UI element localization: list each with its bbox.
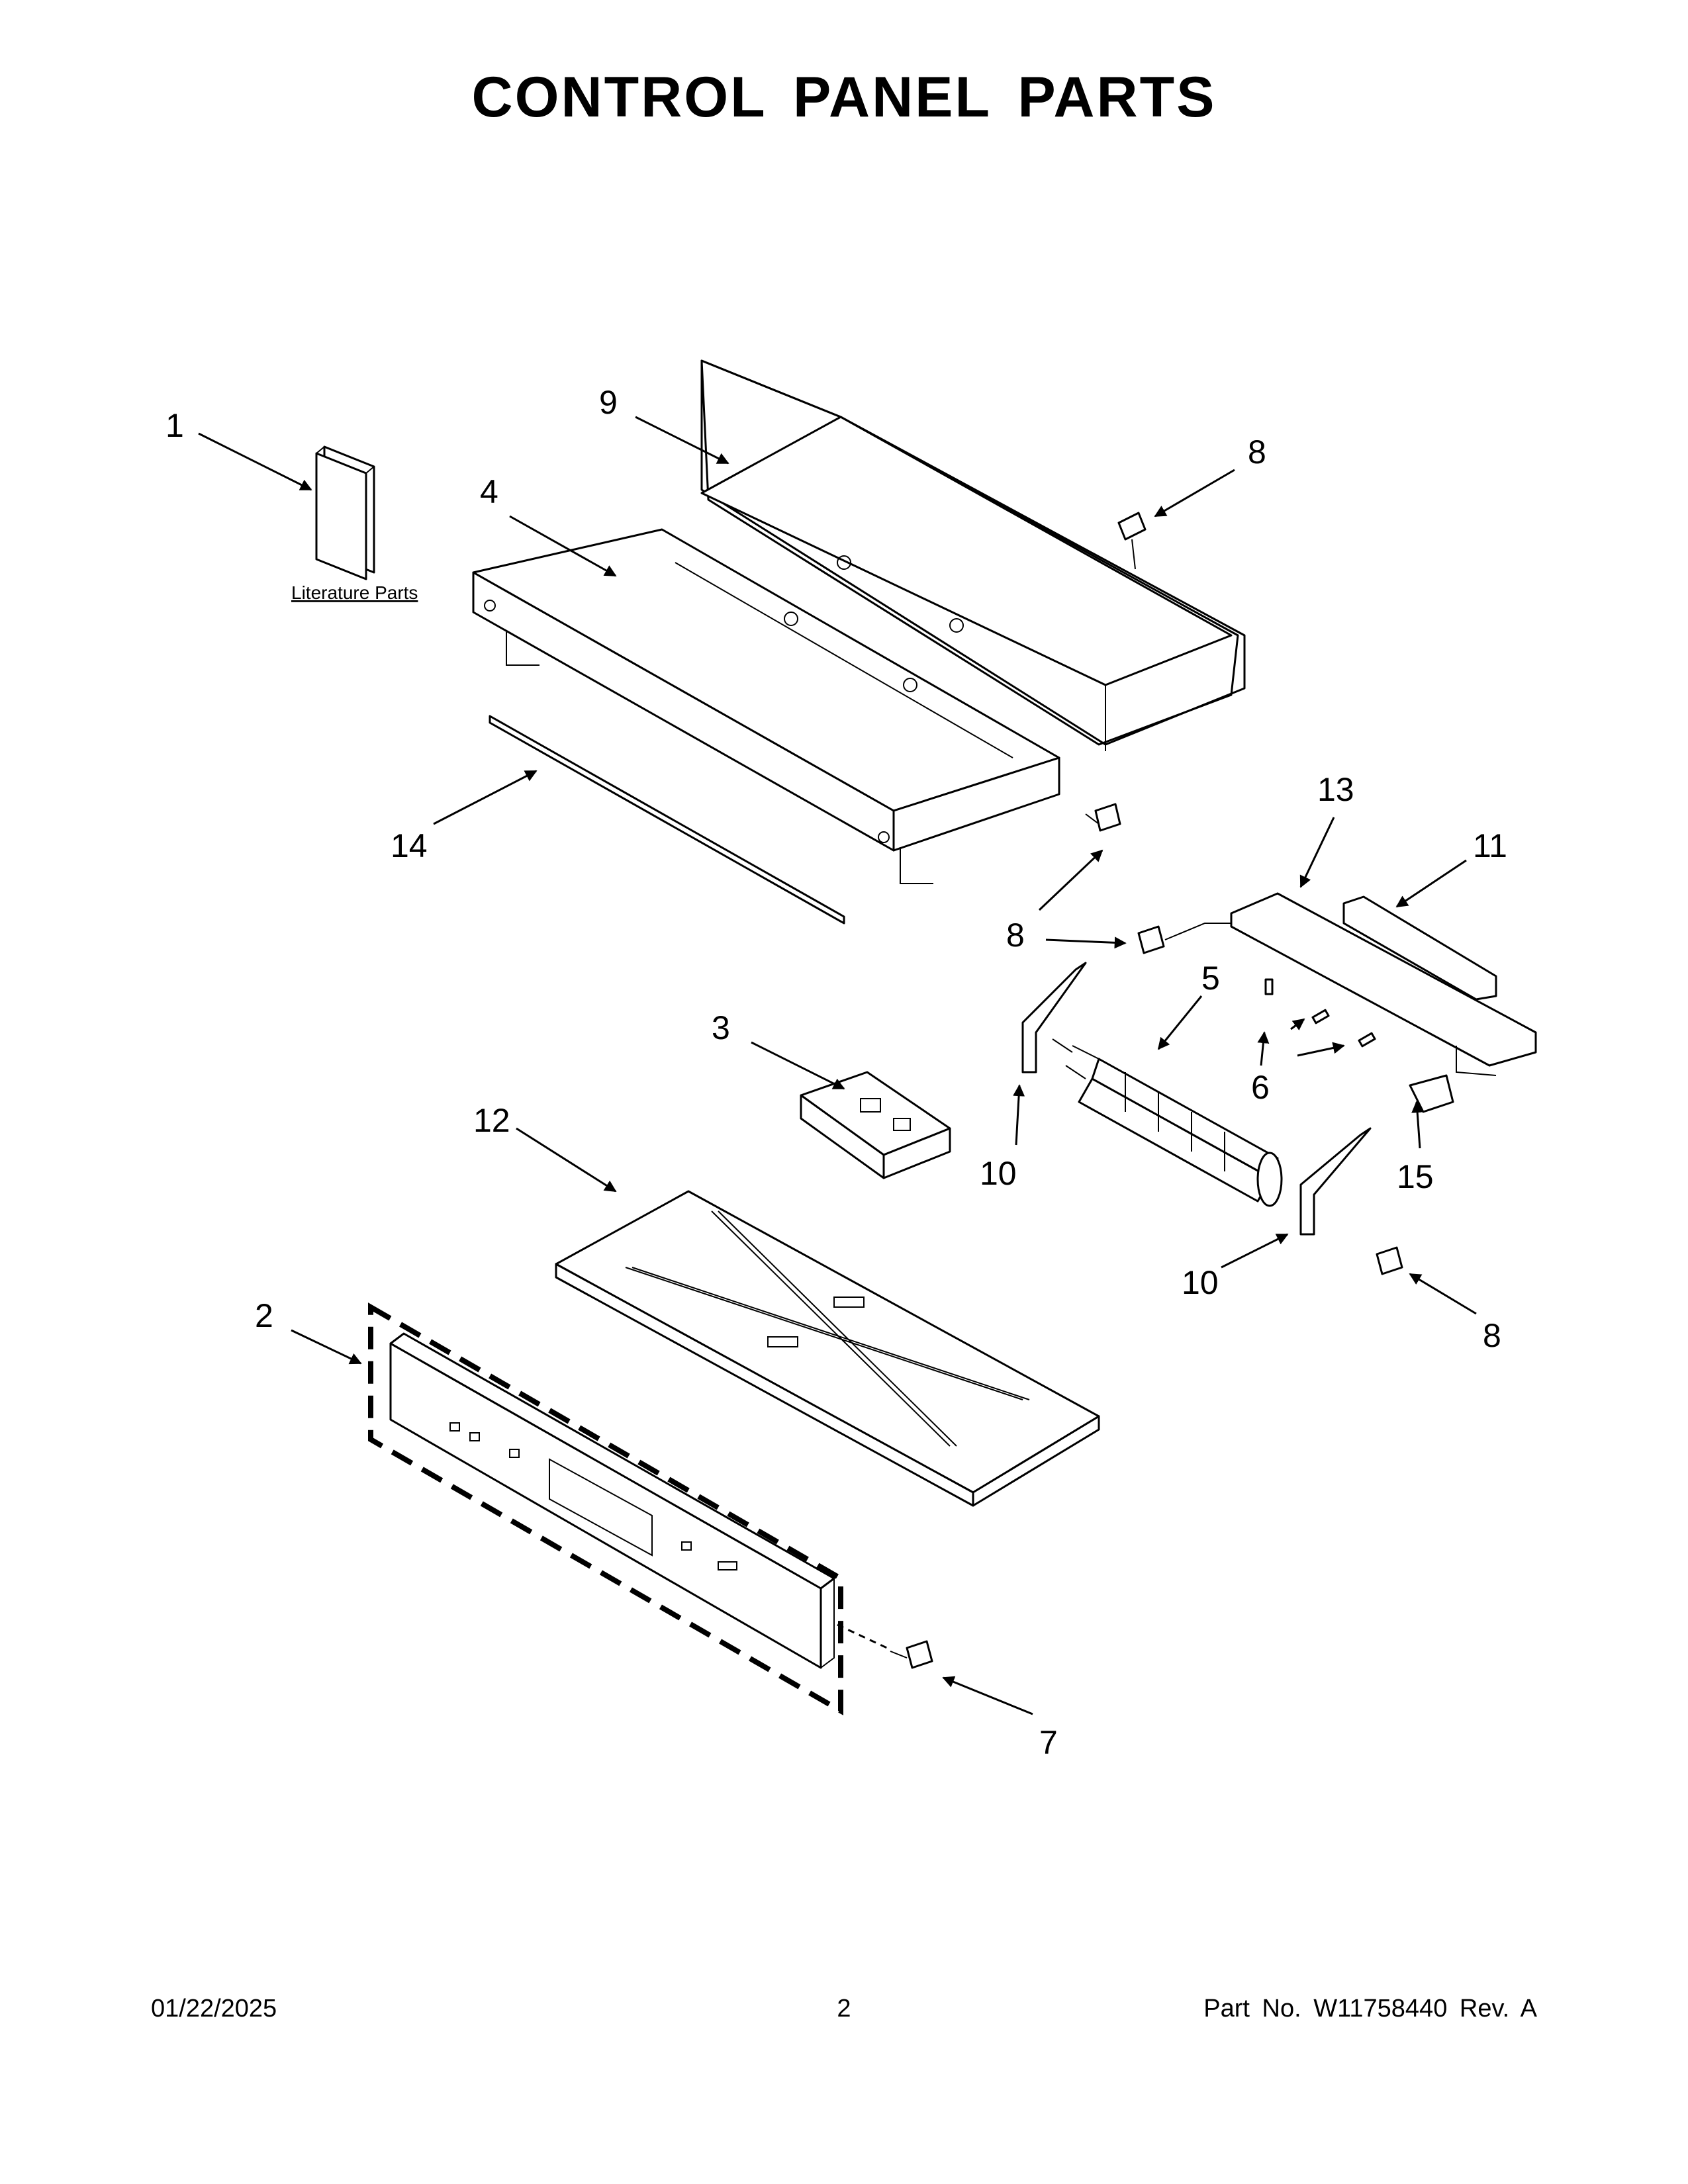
control-panel-assembly-outline <box>368 1302 843 1715</box>
support-plate <box>555 1190 1100 1507</box>
callout-15: 15 <box>1397 1158 1434 1195</box>
callout-1: 1 <box>165 407 184 444</box>
screw-top <box>1117 512 1147 570</box>
footer-date: 01/22/2025 <box>151 1995 277 2023</box>
page-title: CONTROL PANEL PARTS <box>471 66 1217 129</box>
callout-6: 6 <box>1251 1069 1270 1106</box>
console-housing <box>472 528 1060 884</box>
callout-5: 5 <box>1201 960 1220 997</box>
screw-mid <box>1085 803 1121 832</box>
screw-left-bracket <box>1137 913 1245 954</box>
literature-booklet <box>315 445 375 580</box>
callout-8-bottom: 8 <box>1483 1317 1501 1354</box>
foam-strip <box>1342 895 1497 1001</box>
callout-labels: 1 2 3 4 5 6 7 8 8 8 8 9 10 10 11 12 13 1… <box>165 384 1507 1761</box>
callout-10-left: 10 <box>980 1155 1017 1192</box>
leader-lines <box>198 416 1477 1715</box>
fan-bracket-right <box>1299 1127 1372 1236</box>
callout-14: 14 <box>391 827 428 864</box>
control-panel-top-cover <box>700 359 1246 751</box>
callout-4: 4 <box>480 473 498 510</box>
mounting-bracket <box>1230 892 1537 1076</box>
callout-3: 3 <box>712 1009 730 1046</box>
control-panel-fascia <box>389 1332 835 1669</box>
pins <box>1264 978 1376 1048</box>
callout-12: 12 <box>473 1102 510 1139</box>
callout-13: 13 <box>1317 771 1354 808</box>
callout-11: 11 <box>1473 827 1507 864</box>
fascia-screw <box>837 1623 933 1669</box>
literature-parts-label: Literature Parts <box>291 582 418 603</box>
gasket-strip <box>489 715 845 925</box>
cooling-fan <box>1052 1038 1283 1207</box>
footer-page-number: 2 <box>837 1995 851 2023</box>
fan-bracket-left <box>1021 962 1087 1073</box>
control-board <box>800 1071 951 1179</box>
callout-9: 9 <box>599 384 618 421</box>
callout-7: 7 <box>1039 1724 1058 1761</box>
callout-8-mid: 8 <box>1006 917 1025 954</box>
callout-8-top: 8 <box>1248 433 1266 471</box>
screw-right-bracket <box>1376 1246 1403 1275</box>
callout-10-right: 10 <box>1182 1264 1219 1301</box>
footer-part-number: Part No. W11758440 Rev. A <box>1203 1995 1537 2023</box>
callout-2: 2 <box>255 1297 273 1334</box>
